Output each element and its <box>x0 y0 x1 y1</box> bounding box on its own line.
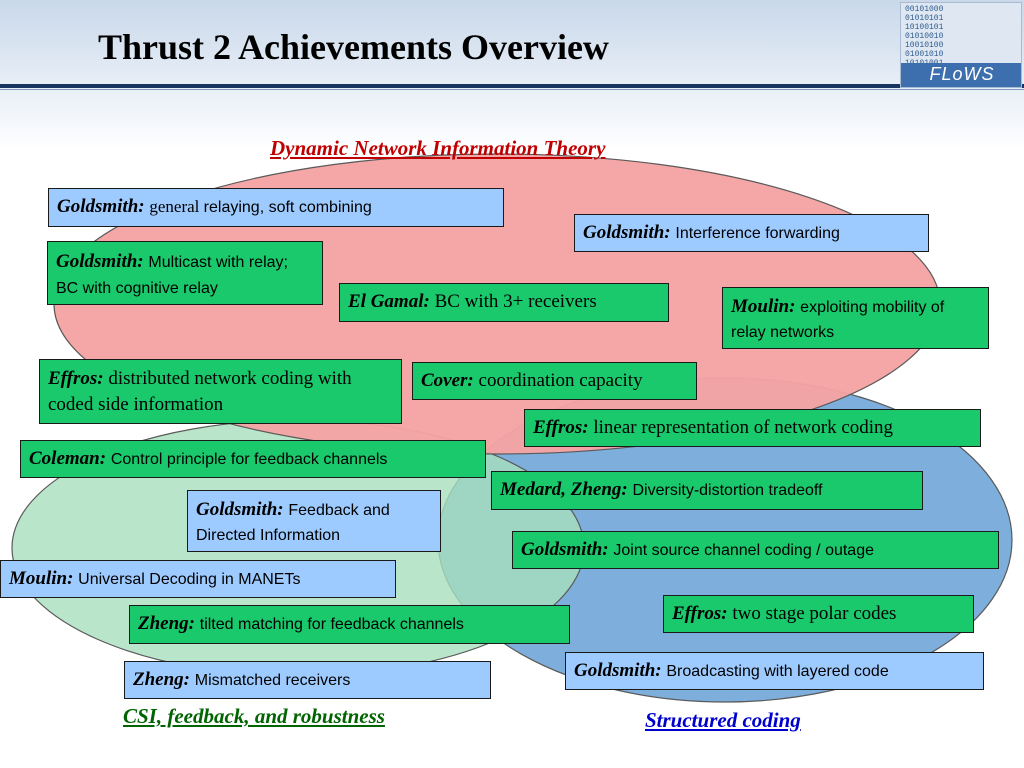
logo-binary-pattern: 00101000 01010101 10100101 01010010 1001… <box>905 5 944 65</box>
author-label: Effros: <box>48 368 109 389</box>
description-text: Control principle for feedback channels <box>110 451 388 468</box>
description-lead: general <box>149 197 204 216</box>
author-label: Zheng: <box>138 613 200 634</box>
description-text: Mismatched receivers <box>194 672 351 689</box>
achievement-box: Goldsmith: general relaying, soft combin… <box>48 188 504 227</box>
achievement-box: Goldsmith: Interference forwarding <box>574 214 929 252</box>
description-text: linear representation of network coding <box>593 417 894 438</box>
author-label: Goldsmith: <box>57 196 150 217</box>
author-label: Moulin: <box>9 568 79 589</box>
author-label: Zheng: <box>133 669 195 690</box>
author-label: Effros: <box>672 603 733 624</box>
logo-text: FLoWS <box>929 64 995 84</box>
achievement-box: El Gamal: BC with 3+ receivers <box>339 283 669 322</box>
category-dynamic-network-information-theory: Dynamic Network Information Theory <box>270 136 606 160</box>
author-label: Goldsmith: <box>583 222 676 243</box>
achievement-box: Medard, Zheng: Diversity-distortion trad… <box>491 471 923 510</box>
achievement-box: Moulin: Universal Decoding in MANETs <box>0 560 396 598</box>
description-text: exploiting mobility of relay networks <box>731 299 945 341</box>
description-text: Multicast with relay; BC with cognitive … <box>56 254 288 297</box>
achievement-box: Goldsmith: Multicast with relay; BC with… <box>47 241 323 305</box>
achievement-box: Zheng: Mismatched receivers <box>124 661 491 699</box>
description-text: two stage polar codes <box>732 603 897 624</box>
author-label: Moulin: <box>731 296 801 317</box>
author-label: El Gamal: <box>348 291 435 312</box>
description-text: Feedback and Directed Information <box>196 502 390 544</box>
author-label: Coleman: <box>29 448 111 469</box>
author-label: Effros: <box>533 417 594 438</box>
author-label: Goldsmith: <box>574 660 667 681</box>
category-structured-coding: Structured coding <box>645 708 801 732</box>
flows-logo: 00101000 01010101 10100101 01010010 1001… <box>900 2 1022 88</box>
author-label: Medard, Zheng: <box>500 479 633 500</box>
description-text: BC with 3+ receivers <box>434 291 597 312</box>
achievement-box: Goldsmith: Broadcasting with layered cod… <box>565 652 984 690</box>
achievement-box: Moulin: exploiting mobility of relay net… <box>722 287 989 349</box>
description-text: distributed network coding with coded si… <box>48 368 352 415</box>
author-label: Goldsmith: <box>196 499 289 520</box>
achievement-box: Goldsmith: Feedback and Directed Informa… <box>187 490 441 552</box>
description-text: Universal Decoding in MANETs <box>78 571 301 588</box>
header-divider-thin <box>0 89 1024 90</box>
achievement-box: Effros: linear representation of network… <box>524 409 981 447</box>
slide-title: Thrust 2 Achievements Overview <box>98 27 609 67</box>
header-divider <box>0 84 1024 88</box>
description-text: relaying, soft combining <box>203 199 372 216</box>
achievement-box: Effros: two stage polar codes <box>663 595 974 633</box>
achievement-box: Cover: coordination capacity <box>412 362 697 400</box>
category-csi-feedback-robustness: CSI, feedback, and robustness <box>123 704 385 728</box>
achievement-box: Coleman: Control principle for feedback … <box>20 440 486 478</box>
description-text: Interference forwarding <box>675 225 840 242</box>
author-label: Goldsmith: <box>56 251 149 272</box>
description-text: Broadcasting with layered code <box>666 663 889 680</box>
description-text: coordination capacity <box>478 370 643 391</box>
logo-band <box>901 63 1021 87</box>
achievement-box: Effros: distributed network coding with … <box>39 359 402 424</box>
author-label: Cover: <box>421 370 479 391</box>
header-background <box>0 0 1024 150</box>
description-text: tilted matching for feedback channels <box>199 616 464 633</box>
description-text: Diversity-distortion tradeoff <box>632 482 823 499</box>
description-text: Joint source channel coding / outage <box>613 542 874 559</box>
achievement-box: Zheng: tilted matching for feedback chan… <box>129 605 570 644</box>
author-label: Goldsmith: <box>521 539 614 560</box>
achievement-box: Goldsmith: Joint source channel coding /… <box>512 531 999 569</box>
